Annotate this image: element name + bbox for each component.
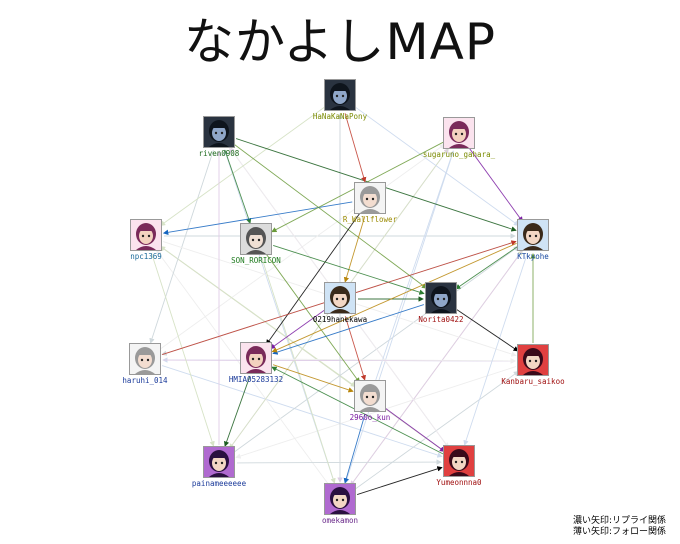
follow-arrow-SON_RORICON-to-omekamon: [261, 256, 336, 484]
node-label: HaNaKaNaPony: [312, 112, 368, 121]
node-label: 2960o_kun: [349, 413, 391, 422]
follow-arrow-omekamon-to-riven0908: [223, 149, 335, 484]
follow-arrow-KTkyohe-to-Yumeonnna0: [463, 252, 528, 446]
reply-arrow-2960o_kun-to-Yumeonnna0: [384, 407, 446, 452]
pink-avatar-icon: [443, 117, 475, 149]
reply-arrow-riven0908-to-Norita0422: [233, 143, 428, 289]
reply-arrow-omekamon-to-Yumeonnna0: [357, 466, 443, 495]
node-hanakanapony[interactable]: HaNaKaNaPony: [285, 79, 395, 122]
node-npc1369[interactable]: npc1369: [91, 219, 201, 262]
node-label: omekamon: [321, 516, 359, 525]
reply-arrow-Norita0422-to-Kanbaru_saikoo: [455, 308, 519, 352]
legend-light: 薄い矢印:フォロー関係: [572, 527, 666, 537]
reply-arrow-2960o_kun-to-omekamon: [343, 414, 366, 484]
reply-arrow-SON_RORICON-to-Norita0422: [273, 245, 425, 295]
node-label: Norita0422: [418, 315, 464, 324]
node-label: painameeeeee: [191, 479, 247, 488]
node-label: SON_RORICON: [231, 256, 281, 265]
node-2960o-kun[interactable]: 2960o_kun: [315, 380, 425, 423]
follow-arrow-2960o_kun-to-sugaruno_gahara_: [375, 150, 455, 381]
node-hmia05283132[interactable]: HMIA05283132: [201, 342, 311, 385]
node-omekamon[interactable]: omekamon: [285, 483, 395, 526]
reply-arrow-sugaruno_gahara_-to-KTkyohe: [469, 148, 523, 223]
node-label: riven0908: [198, 149, 240, 158]
blue-avatar-icon: [324, 282, 356, 314]
reply-arrow-R_Wallflower-to-npc1369: [162, 201, 353, 235]
follow-arrow-haruhi_014-to-Yumeonnna0: [161, 365, 443, 458]
follow-arrow-HMIA05283132-to-Kanbaru_saikoo: [273, 358, 516, 364]
reply-edges: [162, 113, 536, 495]
pink-avatar-icon: [240, 342, 272, 374]
node-son-roricon[interactable]: SON_RORICON: [201, 223, 311, 266]
follow-arrow-HaNaKaNaPony-to-npc1369: [159, 106, 326, 226]
follow-arrow-sugaruno_gahara_-to-omekamon: [344, 150, 454, 484]
light-avatar-icon: [354, 380, 386, 412]
follow-arrow-HaNaKaNaPony-to-KTkyohe: [354, 106, 520, 226]
follow-arrow-painameeeeee-to-Yumeonnna0: [236, 459, 442, 465]
node-label: HMIA05283132: [228, 375, 284, 384]
reply-arrow-R_Wallflower-to-0219hanekawa: [343, 216, 366, 283]
node-label: 0219hanekawa: [312, 315, 368, 324]
node-kanbaru-saikoo[interactable]: Kanbaru_saikoo: [478, 344, 588, 387]
node-riven0908[interactable]: riven0908: [164, 116, 274, 159]
reply-arrow-0219hanekawa-to-HMIA05283132: [269, 309, 326, 350]
reply-arrow-HMIA05283132-to-painameeeeee: [223, 375, 251, 447]
node-0219hanekawa[interactable]: 0219hanekawa: [285, 282, 395, 325]
node-norita0422[interactable]: Norita0422: [386, 282, 496, 325]
page-title: なかよしMAP: [184, 13, 496, 71]
purple-avatar-icon: [203, 446, 235, 478]
node-label: R_Wallflower: [342, 215, 398, 224]
node-label: Yumeonnna0: [436, 478, 482, 487]
node-sugaruno-gahara-[interactable]: sugaruno_gahara_: [404, 117, 514, 160]
follow-arrow-Kanbaru_saikoo-to-painameeeeee: [235, 366, 517, 459]
legend-strong: 濃い矢印:リプライ関係: [572, 516, 666, 526]
reply-arrow-KTkyohe-to-HMIA05283132: [271, 242, 517, 353]
reply-arrow-HMIA05283132-to-2960o_kun: [272, 364, 354, 393]
node-label: npc1369: [130, 252, 162, 261]
purple-avatar-icon: [324, 483, 356, 515]
node-haruhi-014[interactable]: haruhi_014: [90, 343, 200, 386]
reply-arrow-riven0908-to-SON_RORICON: [224, 149, 252, 224]
legend: 濃い矢印:リプライ関係 薄い矢印:フォロー関係: [573, 516, 666, 538]
follow-arrow-riven0908-to-haruhi_014: [149, 149, 214, 344]
reply-arrow-HaNaKaNaPony-to-R_Wallflower: [344, 113, 367, 183]
grey-avatar-icon: [240, 223, 272, 255]
pink-avatar-icon: [130, 219, 162, 251]
dark-avatar-icon: [203, 116, 235, 148]
red-avatar-icon: [517, 344, 549, 376]
blue-avatar-icon: [517, 219, 549, 251]
node-painameeeeee[interactable]: painameeeeee: [164, 446, 274, 489]
node-ktkyohe[interactable]: KTkyohe: [478, 219, 588, 262]
node-r-wallflower[interactable]: R_Wallflower: [315, 182, 425, 225]
follow-arrow-npc1369-to-painameeeeee: [151, 252, 215, 447]
dark-avatar-icon: [324, 79, 356, 111]
dark-avatar-icon: [425, 282, 457, 314]
node-yumeonnna0[interactable]: Yumeonnna0: [404, 445, 514, 488]
light-avatar-icon: [354, 182, 386, 214]
node-label: sugaruno_gahara_: [422, 150, 496, 159]
reply-arrow-0219hanekawa-to-2960o_kun: [344, 316, 366, 381]
red-avatar-icon: [443, 445, 475, 477]
reply-arrow-Norita0422-to-HMIA05283132: [272, 304, 425, 355]
node-label: Kanbaru_saikoo: [501, 377, 565, 386]
reply-arrow-KTkyohe-to-Norita0422: [455, 245, 519, 290]
follow-arrow-KTkyohe-to-omekamon: [350, 250, 523, 487]
reply-arrow-R_Wallflower-to-HMIA05283132: [265, 213, 360, 346]
node-label: haruhi_014: [122, 376, 168, 385]
follow-arrow-painameeeeee-to-KTkyohe: [233, 246, 520, 453]
node-label: KTkyohe: [517, 252, 549, 261]
light-avatar-icon: [129, 343, 161, 375]
